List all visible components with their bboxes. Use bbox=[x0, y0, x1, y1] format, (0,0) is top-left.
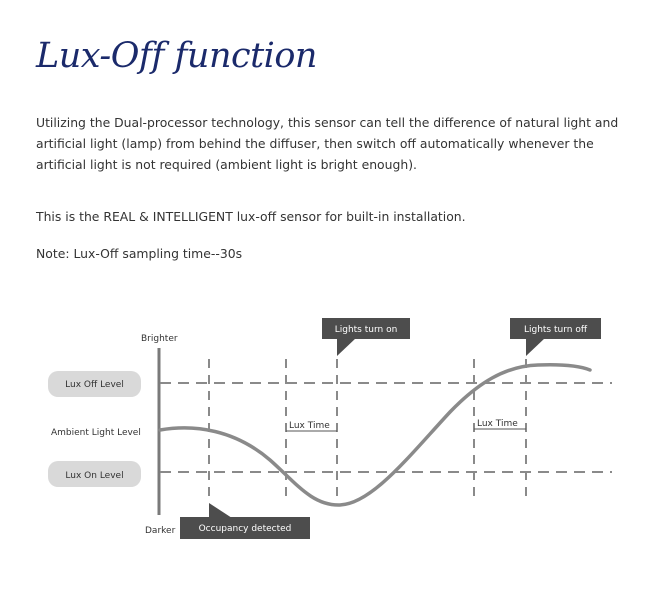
lights-on-callout-text: Lights turn on bbox=[335, 325, 398, 335]
note-text: Note: Lux-Off sampling time--30s bbox=[36, 246, 243, 261]
brighter-label: Brighter bbox=[141, 334, 178, 344]
darker-label: Darker bbox=[145, 526, 176, 536]
lights-off-callout bbox=[510, 318, 601, 339]
page-title: Lux-Off function bbox=[36, 36, 317, 76]
description-text: Utilizing the Dual-processor technology,… bbox=[36, 115, 619, 172]
lux-off-level-pill bbox=[48, 371, 141, 397]
lights-on-callout-pointer bbox=[337, 338, 356, 356]
lux-time-label-1: Lux Time bbox=[289, 421, 330, 431]
lux-on-level-pill bbox=[48, 461, 141, 487]
lights-off-callout-pointer bbox=[526, 338, 545, 356]
occupancy-callout bbox=[180, 517, 310, 539]
lux-off-level-label: Lux Off Level bbox=[65, 380, 124, 390]
lights-off-callout-text: Lights turn off bbox=[524, 325, 588, 335]
occupancy-callout-text: Occupancy detected bbox=[199, 524, 292, 534]
lux-on-level-label: Lux On Level bbox=[65, 471, 123, 481]
lux-off-diagram: Lux Time Lux Time Brighter Darker Ambien… bbox=[48, 318, 612, 539]
lights-on-callout bbox=[322, 318, 410, 339]
occupancy-callout-pointer bbox=[209, 503, 232, 518]
ambient-light-level-label: Ambient Light Level bbox=[51, 428, 141, 438]
ambient-light-curve bbox=[158, 363, 592, 507]
lux-time-label-2: Lux Time bbox=[477, 419, 518, 429]
tagline-text: This is the REAL & INTELLIGENT lux-off s… bbox=[36, 209, 466, 224]
